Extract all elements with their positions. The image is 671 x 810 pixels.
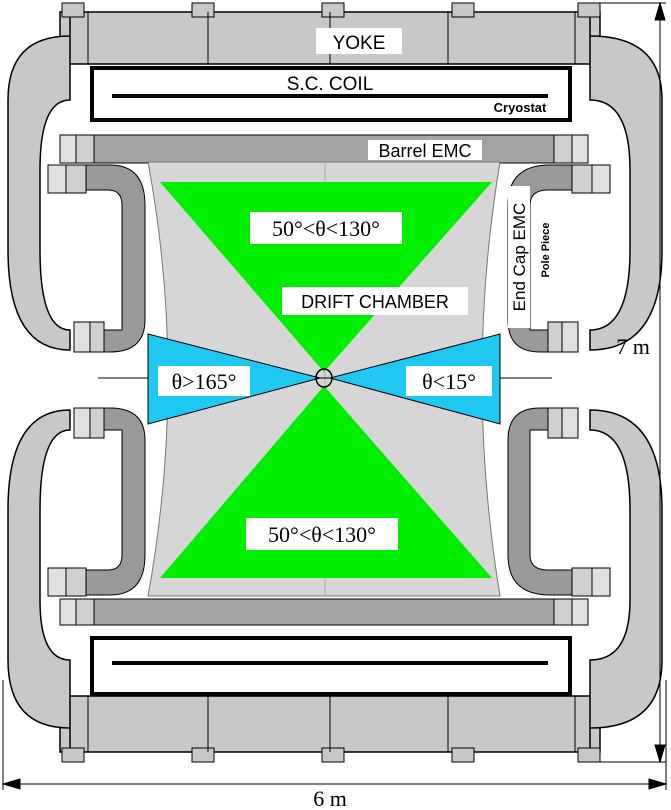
yoke-label-bg [316,28,402,54]
cryostat-label: Cryostat [494,100,547,115]
angle-left-bg [158,366,250,396]
endcap-emc-label-bg [508,186,530,328]
yoke-left-upper [7,12,71,351]
green-cone-top [160,182,492,372]
yoke-left-lower [7,409,71,752]
angle-bottom-bg [246,518,398,550]
yoke-right-upper [589,12,663,351]
barrel-emc-label: Barrel EMC [378,141,471,161]
drift-chamber-label: DRIFT CHAMBER [301,292,449,312]
yoke-segments [61,2,601,763]
barrel-emc-top [59,134,589,164]
pole-piece-label: Pole Piece [540,222,552,277]
angle-bottom-label: 50°<θ<130° [268,522,376,547]
yoke-right-lower [589,409,663,752]
angle-left-label: θ>165° [172,369,237,394]
dim-width-label: 6 m [313,786,347,810]
pole-piece-left-upper [47,164,146,353]
dimension-width [1,680,668,790]
angle-top-label: 50°<θ<130° [272,216,380,241]
angle-right-bg [406,366,492,396]
yoke-label: YOKE [333,33,386,54]
endcap-emc-label: End Cap EMC [510,203,529,312]
barrel-emc-label-bg [368,140,482,160]
angle-top-bg [250,212,402,244]
interaction-point [315,368,333,388]
pole-piece-right-lower [507,407,611,597]
angle-right-label: θ<15° [422,369,476,394]
dim-height-label: 7 m [616,334,650,359]
coil-label: S.C. COIL [287,74,374,95]
barrel-emc-bottom [59,598,589,626]
drift-chamber-label-bg [282,287,468,315]
cryostat-bottom [90,636,572,696]
pole-piece-left-lower [47,407,146,597]
dimension-height [600,1,666,764]
green-cone-bottom [160,386,492,578]
